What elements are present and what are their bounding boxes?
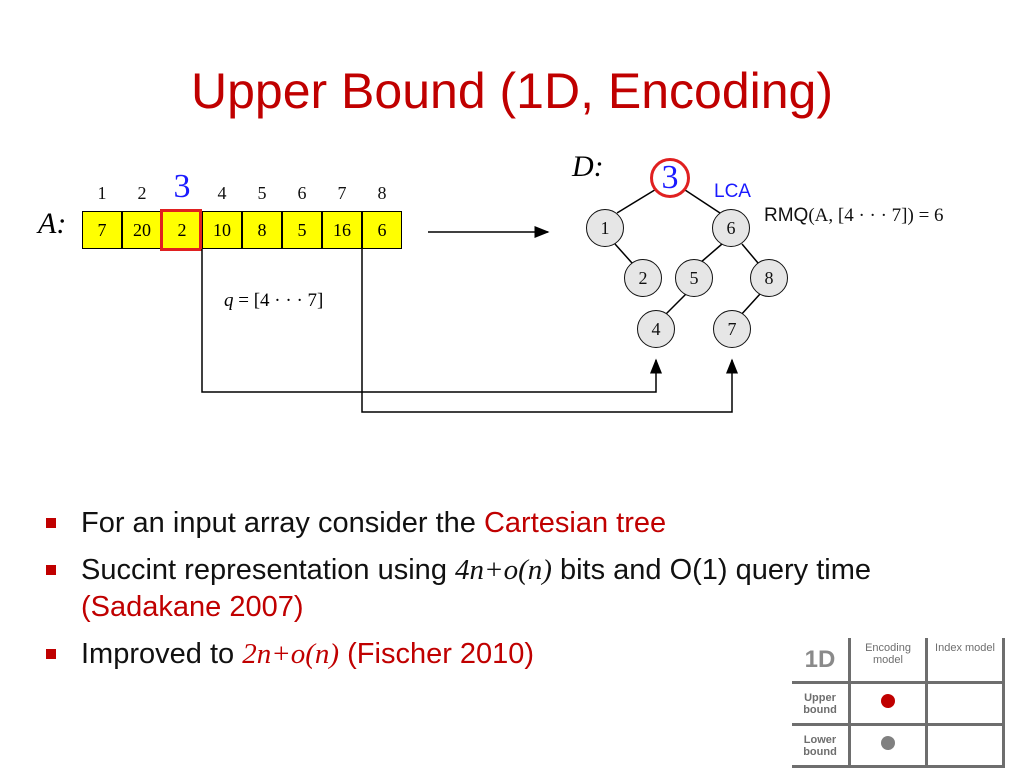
bullet-text: bits and O(1) query time [551,554,872,586]
bullet-reference: (Fischer 2010) [339,638,535,670]
tree-node: 4 [637,310,675,348]
tree-node: 7 [713,310,751,348]
bullet-marker-icon [46,518,56,528]
col-header-encoding: Encoding model [848,638,928,684]
bullet-item: Succint representation using 4n+o(n) bit… [46,552,946,626]
bullet-list: For an input array consider the Cartesia… [46,505,946,683]
row-header-lower: Lower bound [792,723,851,768]
array-index: 6 [297,183,307,203]
array-index: 2 [137,183,147,203]
tree-edge [663,293,687,317]
array-cell: 5 [282,211,322,249]
table-cell [848,723,928,768]
bullet-highlight: Cartesian tree [483,507,667,539]
array-cell: 6 [362,211,402,249]
bullet-text: Succint representation using [81,554,455,586]
array-index: 5 [257,183,267,203]
lower-bound-dot-icon [881,736,895,750]
tree-node: 1 [586,209,624,247]
query-label: q = [4 · · · 7] [224,290,324,311]
array-index: 1 [97,183,107,203]
array-label: A: [38,207,67,240]
col-header-index: Index model [925,638,1005,684]
array-cell: 20 [122,211,162,249]
bullet-text: Improved to [81,638,243,670]
lca-label: LCA [714,181,751,202]
bullet-item: For an input array consider the Cartesia… [46,505,946,542]
tree-label: D: [572,150,604,183]
table-corner: 1D [792,638,851,684]
tree-node: 2 [624,259,662,297]
rmq-text: RMQ [764,205,809,226]
array-cell: 10 [202,211,242,249]
tree-edge [741,243,759,264]
array-cell: 16 [322,211,362,249]
array-index: 4 [217,183,227,203]
bullet-reference: (Sadakane 2007) [81,591,304,623]
tree-node: 8 [750,259,788,297]
bullet-math: 2n+o(n) [242,638,340,670]
table-cell [925,681,1005,726]
table-cell [848,681,928,726]
tree-root-node: 3 [650,158,690,198]
rmq-args: (A, [4 · · · 7]) = 6 [808,205,944,226]
slide-title: Upper Bound (1D, Encoding) [190,63,834,119]
bullet-marker-icon [46,565,56,575]
tree-edge [616,187,659,214]
bullet-marker-icon [46,649,56,659]
array-cell: 8 [242,211,282,249]
rmq-label: RMQ(A, [4 · · · 7]) = 6 [764,205,944,227]
bullet-math: 4n+o(n) [455,554,552,586]
tree-node: 5 [675,259,713,297]
highlight-box [160,209,202,251]
bullet-item: Improved to 2n+o(n) (Fischer 2010) [46,636,946,673]
array-index: 7 [337,183,347,203]
connector-4 [201,249,662,393]
tree-edge [699,243,723,264]
tree-edge [614,243,633,264]
array-cell: 7 [82,211,122,249]
upper-bound-dot-icon [881,694,895,708]
array-index-highlight: 3 [173,168,191,205]
row-header-upper: Upper bound [792,681,851,726]
table-cell [925,723,1005,768]
bullet-text: For an input array consider the [81,507,484,539]
array-index: 8 [377,183,387,203]
tree-node: 6 [712,209,750,247]
model-table: 1D Encoding model Index model Upper boun… [792,638,1005,768]
